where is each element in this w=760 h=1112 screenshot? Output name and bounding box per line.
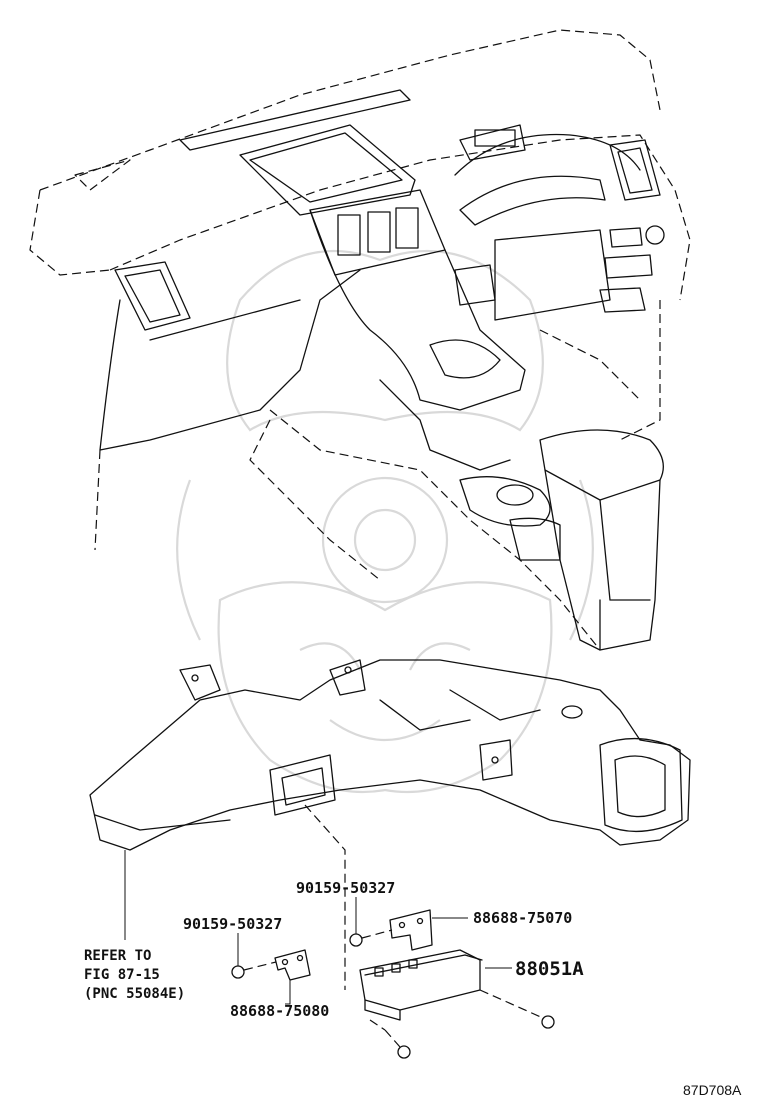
part-number-bracket-upper: 88688-75070 <box>473 909 572 927</box>
watermark-icon <box>176 249 594 794</box>
leader-lines <box>237 897 512 1005</box>
module-88051a <box>359 949 483 1021</box>
air-duct-assembly <box>89 659 691 851</box>
diagram-code: 87D708A <box>683 1082 742 1098</box>
part-number-bolt-left: 90159-50327 <box>183 915 282 933</box>
part-number-bracket-lower: 88688-75080 <box>230 1002 329 1020</box>
bolt-icon <box>231 929 555 1059</box>
refer-line-3: (PNC 55084E) <box>84 986 185 1002</box>
instrument-panel <box>29 29 691 651</box>
part-number-bolt-upper: 90159-50327 <box>296 879 395 897</box>
refer-line-2: FIG 87-15 <box>84 967 160 983</box>
bracket-88688-75080 <box>274 949 311 981</box>
refer-line-1: REFER TO <box>84 948 151 964</box>
part-number-main: 88051A <box>515 958 584 980</box>
bracket-88688-75070 <box>389 909 433 951</box>
